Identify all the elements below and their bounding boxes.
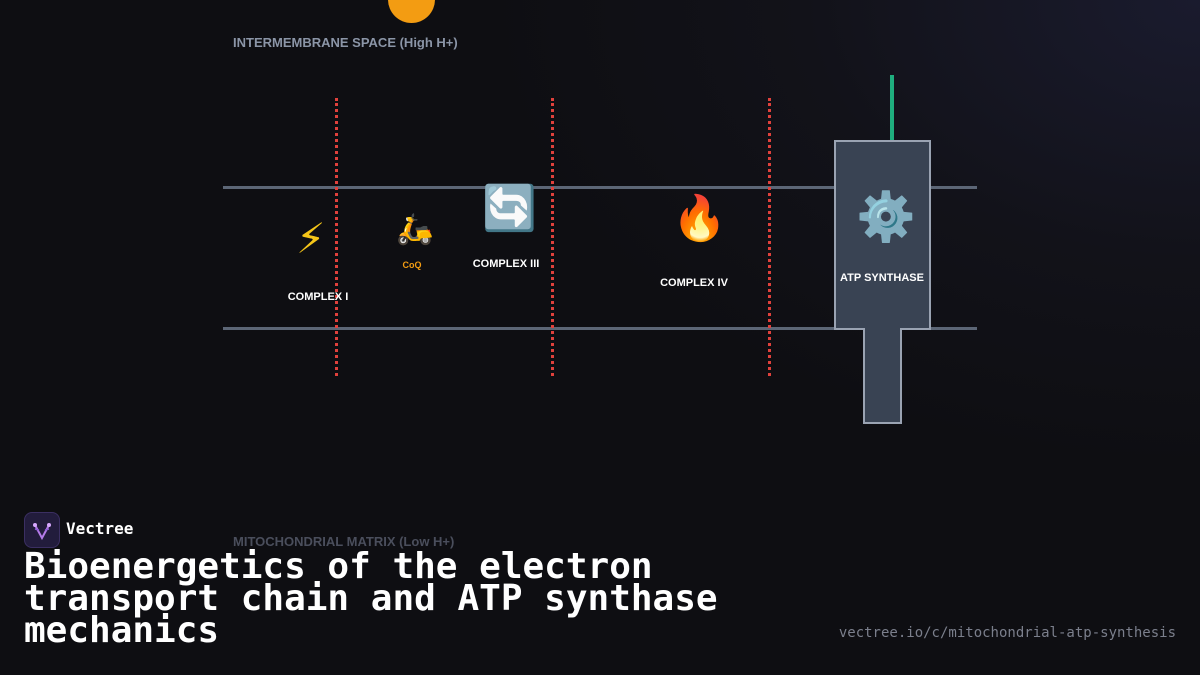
- complex-3-label: COMPLEX III: [472, 258, 540, 270]
- atp-synthase-label: ATP SYNTHASE: [840, 272, 924, 284]
- page-title: Bioenergetics of the electron transport …: [24, 546, 718, 651]
- fire-icon: 🔥: [672, 193, 727, 244]
- atp-synthase-stalk: [890, 75, 894, 141]
- proton-path-2: [551, 98, 554, 376]
- coq-label: CoQ: [402, 260, 422, 270]
- complex-4-label: COMPLEX IV: [660, 277, 728, 289]
- inner-membrane-line: [223, 327, 977, 330]
- outer-membrane-line: [223, 186, 977, 189]
- atp-synthase-body: [834, 140, 931, 424]
- intermembrane-space-label: INTERMEMBRANE SPACE (High H+): [233, 35, 458, 50]
- proton-path-3: [768, 98, 771, 376]
- page-url[interactable]: vectree.io/c/mitochondrial-atp-synthesis: [838, 625, 1176, 641]
- scooter-icon: 🛵: [396, 212, 434, 247]
- lightning-icon: ⚡: [296, 214, 326, 263]
- orange-circle-marker: [388, 0, 435, 23]
- gear-icon: ⚙️: [856, 189, 916, 245]
- cycle-arrows-icon: 🔄: [482, 183, 537, 234]
- mitochondrial-matrix-label: MITOCHONDRIAL MATRIX (Low H+): [233, 534, 455, 549]
- vectree-logo-icon: [24, 512, 60, 548]
- brand-name: Vectree: [66, 519, 134, 538]
- proton-path-1: [335, 98, 338, 376]
- complex-1-label: COMPLEX I: [287, 291, 349, 303]
